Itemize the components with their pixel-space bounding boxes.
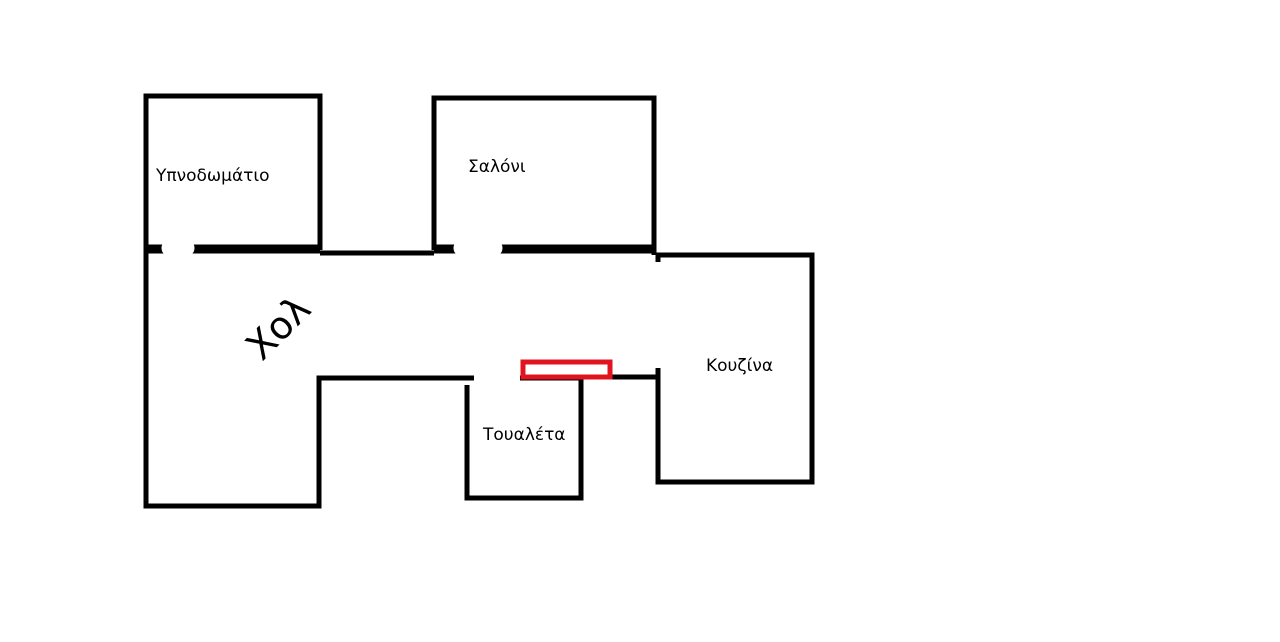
kitchen-label: Κουζίνα <box>706 356 773 376</box>
bedroom-walls <box>143 93 323 250</box>
living-room-door <box>453 239 503 257</box>
hall-label: Χολ <box>237 286 319 368</box>
living-room-walls <box>431 95 657 255</box>
toilet-label: Τουαλέτα <box>482 425 566 445</box>
living-room-label: Σαλόνι <box>468 157 526 177</box>
bedroom-door <box>161 239 195 257</box>
hall-outer-wall-left <box>143 248 474 509</box>
red-marker <box>520 359 613 380</box>
kitchen-walls <box>655 252 815 485</box>
bedroom-label: Υπνοδωμάτιο <box>155 166 270 186</box>
